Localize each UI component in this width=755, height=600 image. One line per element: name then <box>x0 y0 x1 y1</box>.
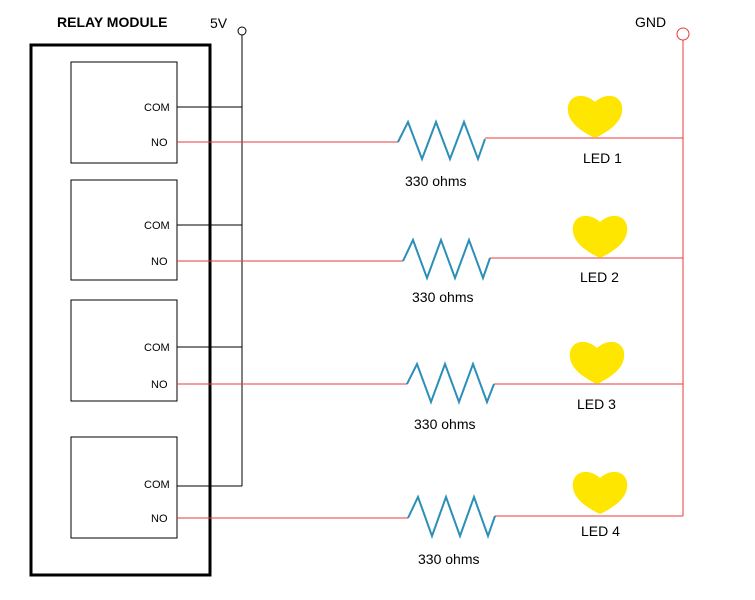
no-label-4: NO <box>151 513 168 525</box>
com-label-2: COM <box>144 220 170 232</box>
resistor-1 <box>397 119 486 162</box>
ground-terminal <box>676 27 690 41</box>
no-label-3: NO <box>151 379 168 391</box>
led-2-icon <box>572 215 628 258</box>
led-1-icon <box>567 95 623 138</box>
resistor-label-4: 330 ohms <box>418 551 479 567</box>
no-label-1: NO <box>151 137 168 149</box>
relay-module-box <box>29 43 212 577</box>
com-label-4: COM <box>144 479 170 491</box>
led-3-icon <box>569 341 625 384</box>
led-label-3: LED 3 <box>577 396 616 412</box>
com-label-3: COM <box>144 342 170 354</box>
supply-label: 5V <box>210 15 228 31</box>
supply-terminal <box>237 26 247 36</box>
resistor-label-2: 330 ohms <box>412 289 473 305</box>
ground-label: GND <box>635 14 666 30</box>
led-label-4: LED 4 <box>581 523 620 539</box>
com-label-1: COM <box>144 102 170 114</box>
no-label-2: NO <box>151 256 168 268</box>
relay-channel-3-box <box>70 299 178 402</box>
relay-channel-4-box <box>70 436 178 539</box>
relay-channel-1-box <box>70 61 178 164</box>
relay-module-title: RELAY MODULE <box>57 14 167 30</box>
resistor-2 <box>402 237 491 281</box>
resistor-label-3: 330 ohms <box>414 416 475 432</box>
led-label-2: LED 2 <box>580 269 619 285</box>
led-4-icon <box>572 471 628 514</box>
led-label-1: LED 1 <box>583 150 622 166</box>
relay-channel-2-box <box>70 179 178 281</box>
resistor-label-1: 330 ohms <box>405 173 466 189</box>
resistor-4 <box>407 494 496 539</box>
resistor-3 <box>406 361 495 405</box>
